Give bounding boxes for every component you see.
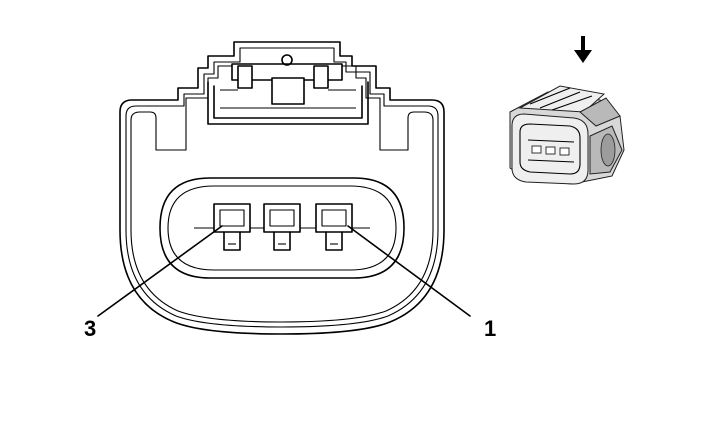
- housing-outline-mid: [125, 47, 439, 328]
- leader-line-pin-1: [347, 225, 471, 317]
- down-arrow-icon: [574, 36, 592, 63]
- leader-line-pin-3: [97, 225, 223, 317]
- pin-label-3: 3: [84, 316, 96, 341]
- housing-outline-inner: [130, 65, 434, 323]
- connector-thumbnail: [509, 36, 625, 185]
- connector-face: [97, 41, 471, 335]
- pin-label-1: 1: [484, 316, 496, 341]
- housing-outline-outer: [119, 41, 445, 335]
- pin-2: [263, 203, 301, 251]
- latch-tab: [207, 54, 369, 125]
- pin-1: [315, 203, 353, 251]
